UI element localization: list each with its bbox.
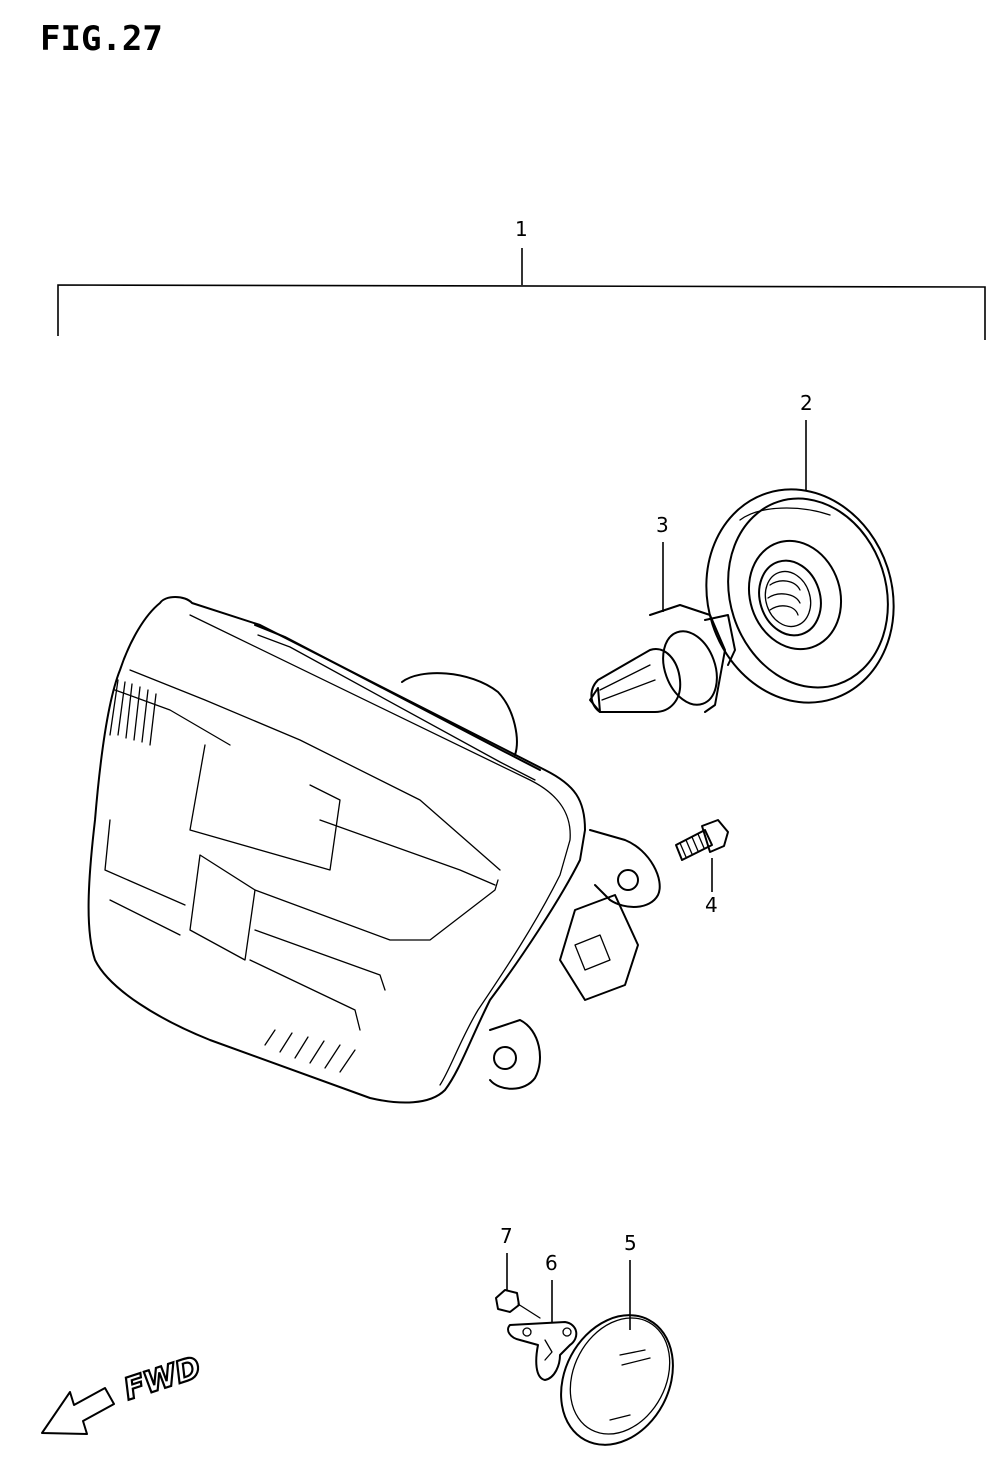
position-lamp-lens: 5 — [560, 1231, 674, 1446]
callout-6-label: 6 — [545, 1251, 558, 1275]
callout-7-label: 7 — [500, 1224, 513, 1248]
callout-4-label: 4 — [705, 893, 718, 917]
nut: 7 — [495, 1224, 541, 1319]
headlight-bulb: 3 — [589, 513, 736, 713]
callout-2-label: 2 — [800, 391, 813, 415]
callout-1: 1 — [57, 217, 986, 340]
figure-title: FIG.27 — [40, 19, 163, 59]
dust-cover: 2 — [705, 391, 895, 704]
headlight-assembly — [87, 596, 661, 1104]
callout-5-label: 5 — [624, 1231, 637, 1255]
fwd-arrow: FWD — [41, 1349, 206, 1435]
callout-1-label: 1 — [515, 217, 528, 241]
lamp-bracket: 6 — [507, 1251, 578, 1381]
fwd-arrow-icon — [41, 1387, 115, 1435]
fwd-label: FWD — [120, 1350, 205, 1408]
callout-3-label: 3 — [656, 513, 669, 537]
adjusting-screw: 4 — [675, 819, 729, 917]
